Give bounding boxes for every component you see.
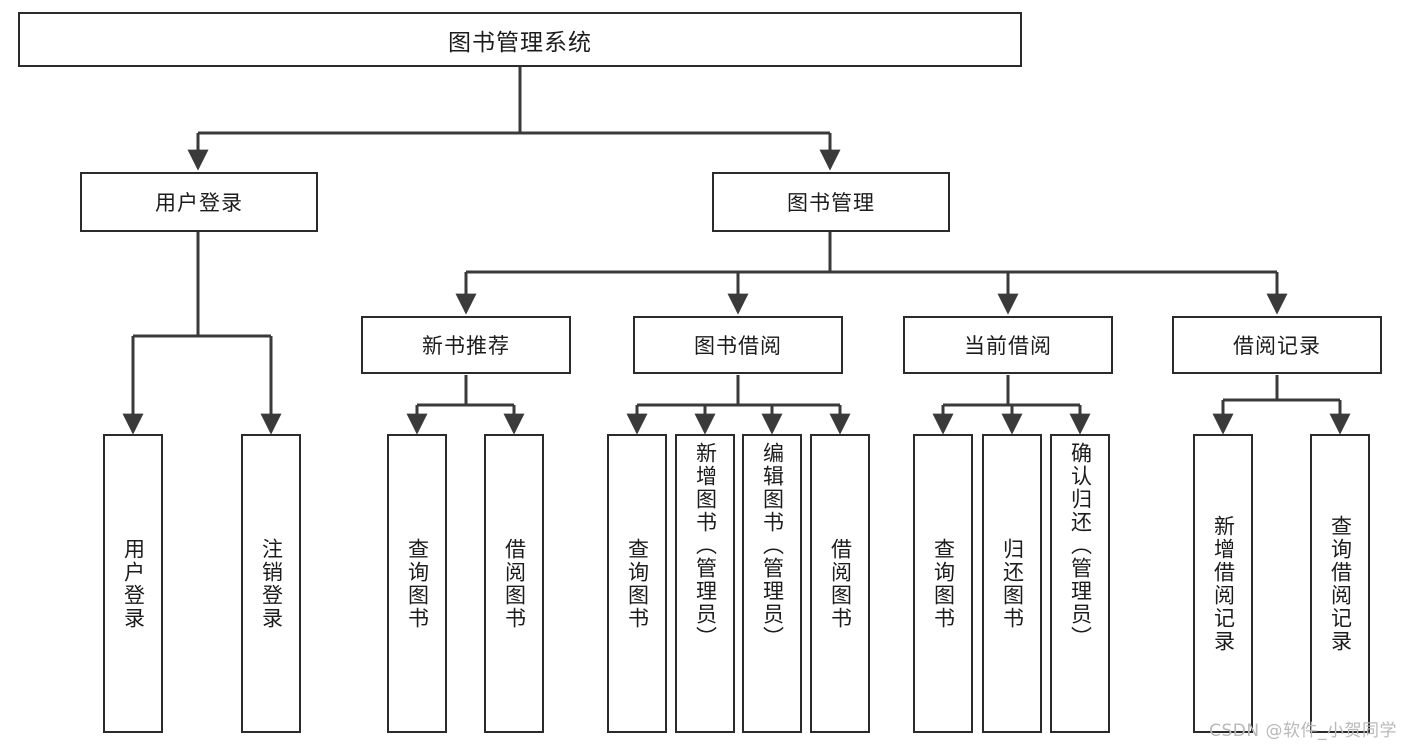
node-user-login-label: 用户登录 <box>155 191 243 215</box>
leaf-user-login-label: 用户登录 <box>121 537 146 630</box>
leaf-query-book-1-label: 查询图书 <box>405 537 430 630</box>
node-borrow-record-label: 借阅记录 <box>1233 334 1321 358</box>
leaf-edit-book-label: 编辑图书（管理员） <box>760 442 785 649</box>
leaf-borrow-book-2[interactable]: 借阅图书 <box>810 434 870 733</box>
leaf-borrow-book-1[interactable]: 借阅图书 <box>484 434 544 733</box>
node-borrow-record[interactable]: 借阅记录 <box>1172 316 1382 374</box>
leaf-add-borrow-record[interactable]: 新增借阅记录 <box>1193 434 1253 733</box>
leaf-confirm-return-label: 确认归还（管理员） <box>1068 442 1093 649</box>
leaf-query-book-3-label: 查询图书 <box>931 537 956 630</box>
node-book-manage-label: 图书管理 <box>787 191 875 215</box>
leaf-query-borrow-record[interactable]: 查询借阅记录 <box>1310 434 1370 733</box>
node-user-login[interactable]: 用户登录 <box>80 172 318 232</box>
leaf-borrow-book-2-label: 借阅图书 <box>828 537 853 630</box>
leaf-add-book-label: 新增图书（管理员） <box>693 442 718 649</box>
node-new-book-recommend[interactable]: 新书推荐 <box>361 316 571 374</box>
leaf-return-book-label: 归还图书 <box>1000 537 1025 630</box>
leaf-add-borrow-record-label: 新增借阅记录 <box>1211 514 1236 653</box>
node-current-borrow[interactable]: 当前借阅 <box>903 316 1113 374</box>
node-book-borrow[interactable]: 图书借阅 <box>633 316 843 374</box>
leaf-query-book-3[interactable]: 查询图书 <box>913 434 973 733</box>
leaf-query-book-1[interactable]: 查询图书 <box>387 434 447 733</box>
node-current-borrow-label: 当前借阅 <box>964 334 1052 358</box>
node-new-book-recommend-label: 新书推荐 <box>422 334 510 358</box>
node-root-label: 图书管理系统 <box>448 29 592 56</box>
leaf-edit-book[interactable]: 编辑图书（管理员） <box>742 434 802 733</box>
leaf-user-login[interactable]: 用户登录 <box>103 434 163 733</box>
leaf-confirm-return[interactable]: 确认归还（管理员） <box>1050 434 1110 733</box>
node-book-manage[interactable]: 图书管理 <box>712 172 950 232</box>
leaf-borrow-book-1-label: 借阅图书 <box>502 537 527 630</box>
node-root[interactable]: 图书管理系统 <box>18 12 1022 67</box>
leaf-query-borrow-record-label: 查询借阅记录 <box>1328 514 1353 653</box>
leaf-logout-login-label: 注销登录 <box>259 537 284 630</box>
leaf-logout-login[interactable]: 注销登录 <box>241 434 301 733</box>
node-book-borrow-label: 图书借阅 <box>694 334 782 358</box>
leaf-add-book[interactable]: 新增图书（管理员） <box>675 434 735 733</box>
leaf-query-book-2-label: 查询图书 <box>625 537 650 630</box>
leaf-return-book[interactable]: 归还图书 <box>982 434 1042 733</box>
watermark: CSDN @软件_小贺同学 <box>1209 721 1397 741</box>
leaf-query-book-2[interactable]: 查询图书 <box>607 434 667 733</box>
